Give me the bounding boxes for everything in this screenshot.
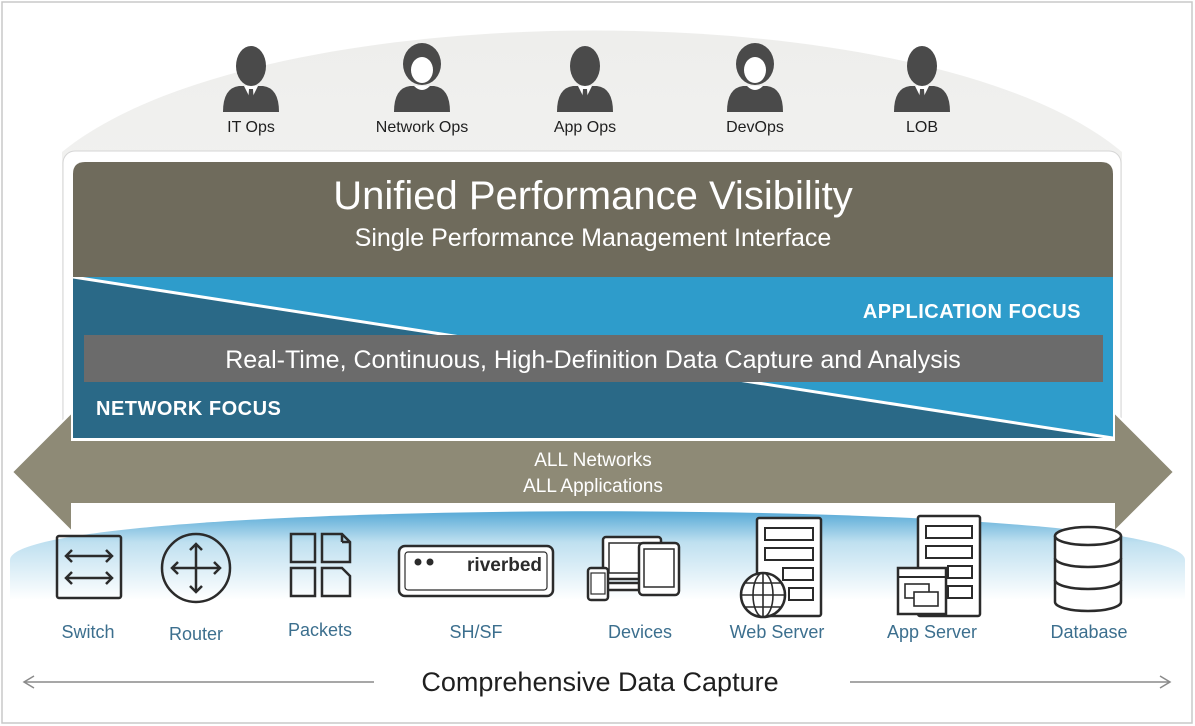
source-label-web-server: Web Server	[730, 622, 825, 642]
header-subtitle: Single Performance Management Interface	[355, 224, 832, 252]
devices-icon	[586, 535, 681, 602]
woman-icon	[394, 43, 450, 112]
footer-caption: Comprehensive Data Capture	[421, 667, 778, 697]
persona-label: App Ops	[554, 119, 616, 136]
persona-label: IT Ops	[227, 119, 275, 136]
man-icon	[223, 46, 279, 112]
double-arrow	[10, 409, 1176, 535]
man-icon	[894, 46, 950, 112]
riverbed-logo-text: riverbed	[467, 555, 542, 576]
source-label-packets: Packets	[288, 620, 352, 640]
appliance-icon: riverbed	[397, 544, 555, 598]
personas-row: IT Ops Network Ops App Ops DevOps LOB	[223, 43, 950, 136]
footer-right-arrow	[850, 675, 1172, 689]
switch-icon	[55, 534, 123, 600]
man-icon	[557, 46, 613, 112]
source-label-shsf: SH/SF	[449, 622, 502, 642]
arrow-line-1: ALL Networks	[534, 450, 652, 471]
source-label-router: Router	[169, 624, 223, 644]
persona-label: LOB	[906, 119, 938, 136]
capture-bar	[84, 335, 1103, 382]
app-server-icon	[896, 514, 982, 618]
source-label-devices: Devices	[608, 622, 672, 642]
arrow-line-2: ALL Applications	[523, 476, 663, 497]
capture-bar-text: Real-Time, Continuous, High-Definition D…	[225, 346, 961, 374]
source-label-switch: Switch	[61, 622, 114, 642]
web-server-icon	[739, 516, 823, 619]
router-icon	[160, 532, 232, 604]
network-focus-label: NETWORK FOCUS	[96, 398, 281, 420]
persona-label: Network Ops	[376, 119, 468, 136]
sources-row: riverbed	[55, 514, 1128, 644]
packets-icon	[289, 532, 352, 598]
database-icon	[1053, 525, 1123, 613]
source-label-app-server: App Server	[887, 622, 977, 642]
woman-icon	[727, 43, 783, 112]
header-title: Unified Performance Visibility	[333, 174, 852, 218]
persona-label: DevOps	[726, 119, 784, 136]
source-label-database: Database	[1050, 622, 1127, 642]
footer-left-arrow	[22, 675, 374, 689]
application-focus-label: APPLICATION FOCUS	[863, 301, 1081, 323]
header-band	[73, 162, 1113, 277]
